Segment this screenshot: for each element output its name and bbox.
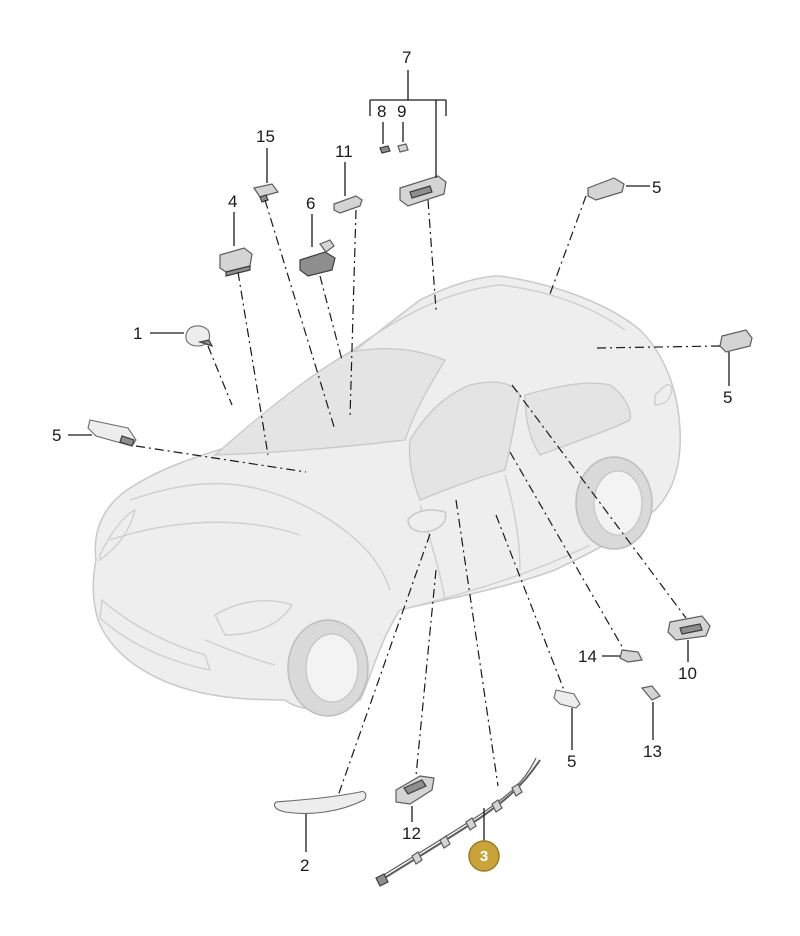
part-10-module bbox=[667, 615, 711, 641]
part-5-sensor-lower bbox=[553, 689, 581, 709]
callout-2: 2 bbox=[300, 856, 309, 875]
vehicle-illustration bbox=[92, 275, 681, 717]
part-14-connector bbox=[619, 649, 643, 663]
rear-light bbox=[654, 383, 673, 406]
part-3-wiring-harness bbox=[375, 757, 541, 887]
headlight bbox=[214, 600, 294, 636]
callout-14: 14 bbox=[578, 647, 597, 666]
solid-leaders bbox=[68, 70, 730, 852]
part-2-light-strip bbox=[273, 791, 367, 814]
door-line-rear bbox=[504, 474, 521, 571]
callout-11: 11 bbox=[335, 142, 353, 161]
part-7-overhead-unit bbox=[399, 175, 447, 207]
part-9-clip bbox=[397, 143, 409, 153]
part-13-clip bbox=[640, 685, 661, 701]
callout-1: 1 bbox=[133, 324, 142, 343]
part-5-sensor-left bbox=[87, 419, 137, 447]
front-grille bbox=[99, 598, 212, 671]
dashed-leaders bbox=[135, 195, 721, 797]
part-8-clip bbox=[379, 145, 391, 154]
hood-crease bbox=[109, 521, 301, 541]
callout-5-left: 5 bbox=[52, 426, 61, 445]
part-15-sensor-bracket bbox=[253, 183, 280, 203]
side-window-front bbox=[408, 381, 521, 501]
roof-line bbox=[349, 284, 626, 353]
callout-7: 7 bbox=[402, 48, 411, 67]
front-rim bbox=[305, 633, 359, 703]
part-1-sensor-cap bbox=[185, 325, 214, 348]
windscreen bbox=[213, 348, 446, 456]
hood-line bbox=[129, 482, 391, 591]
part-5-sensor-top-right bbox=[587, 177, 625, 201]
callout-5-right: 5 bbox=[723, 388, 732, 407]
parts-group bbox=[87, 143, 753, 887]
callout-9: 9 bbox=[397, 102, 406, 121]
part-4-housing bbox=[219, 247, 253, 277]
sill-line bbox=[399, 544, 591, 611]
callout-12: 12 bbox=[402, 824, 421, 843]
part-6-module bbox=[299, 239, 336, 277]
callout-15: 15 bbox=[256, 127, 275, 146]
highlighted-callout-3[interactable]: 3 bbox=[468, 840, 500, 872]
front-intake bbox=[204, 639, 276, 666]
callout-5-top-right: 5 bbox=[652, 178, 661, 197]
highlight-badge bbox=[468, 840, 500, 872]
callout-5-lower: 5 bbox=[567, 752, 576, 771]
callout-10: 10 bbox=[678, 664, 697, 683]
rear-rim bbox=[593, 470, 643, 536]
callout-4: 4 bbox=[228, 192, 237, 211]
part-12-light-unit bbox=[395, 775, 435, 805]
callout-3: 3 bbox=[480, 848, 488, 865]
headlight-left bbox=[99, 508, 137, 562]
side-mirror bbox=[407, 509, 447, 533]
part-5-sensor-right bbox=[719, 329, 753, 353]
callout-8: 8 bbox=[377, 102, 386, 121]
part-11-slim-sensor bbox=[333, 195, 363, 214]
callout-labels: 1 4 15 6 11 7 8 9 5 5 5 14 10 13 5 12 2 bbox=[52, 48, 732, 875]
callout-6: 6 bbox=[306, 194, 315, 213]
callout-13: 13 bbox=[643, 742, 662, 761]
